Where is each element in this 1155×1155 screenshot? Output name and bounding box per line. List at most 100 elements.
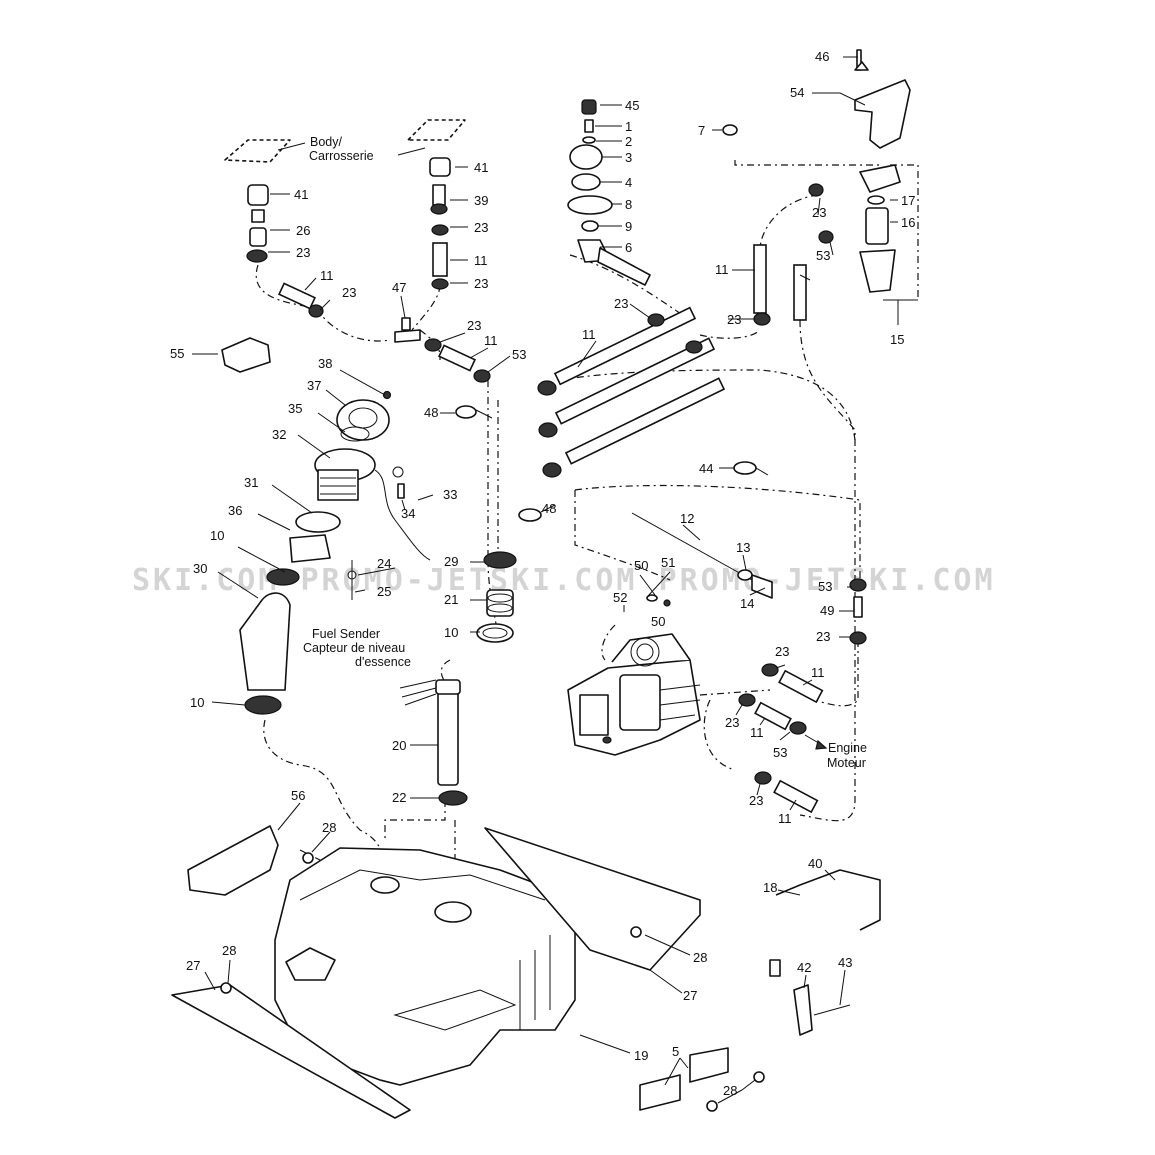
callout-37: 37 [307, 378, 321, 393]
fuel-sender-note-en: Fuel Sender [312, 627, 380, 641]
tank-screws [220, 852, 765, 1112]
callout-10-b: 10 [444, 625, 458, 640]
callout-25: 25 [377, 584, 391, 599]
callout-50-b: 50 [651, 614, 665, 629]
callout-50-a: 50 [634, 558, 648, 573]
callout-10-c: 10 [190, 695, 204, 710]
callout-21: 21 [444, 592, 458, 607]
callout-27-a: 27 [186, 958, 200, 973]
callout-11-e: 11 [715, 262, 729, 277]
callout-53-c: 53 [818, 579, 832, 594]
primer-pump-stack [567, 99, 651, 286]
long-fuel-hoses [537, 306, 726, 478]
body-mount-pad-right [407, 119, 466, 141]
callout-51: 51 [661, 555, 675, 570]
callout-29: 29 [444, 554, 458, 569]
callout-26: 26 [296, 223, 310, 238]
callout-31: 31 [244, 475, 258, 490]
callout-32: 32 [272, 427, 286, 442]
callout-23-f: 23 [614, 296, 628, 311]
callout-36: 36 [228, 503, 242, 518]
fuel-filter-assembly [722, 49, 911, 326]
callout-23-i: 23 [816, 629, 830, 644]
callout-41-right: 41 [474, 160, 488, 175]
callout-8: 8 [625, 197, 632, 212]
fuel-sender-note-fr2: d'essence [355, 655, 411, 669]
callout-54: 54 [790, 85, 804, 100]
callout-23-k: 23 [725, 715, 739, 730]
fuel-tank [274, 847, 576, 1086]
callout-14: 14 [740, 596, 754, 611]
tank-support-rails [171, 825, 881, 1119]
primer-rod-assembly [631, 512, 773, 607]
callout-49: 49 [820, 603, 834, 618]
callout-13: 13 [736, 540, 750, 555]
callout-11-a: 11 [320, 268, 334, 283]
callout-27-b: 27 [683, 988, 697, 1003]
vent-stack-right [429, 157, 451, 290]
callout-18: 18 [763, 880, 777, 895]
callout-45: 45 [625, 98, 639, 113]
callout-23-a: 23 [296, 245, 310, 260]
callout-48-b: 48 [542, 501, 556, 516]
callout-5: 5 [672, 1044, 679, 1059]
callout-39: 39 [474, 193, 488, 208]
callout-41-left: 41 [294, 187, 308, 202]
callout-34: 34 [401, 506, 415, 521]
callout-35: 35 [288, 401, 302, 416]
callout-48-a: 48 [424, 405, 438, 420]
callout-47: 47 [392, 280, 406, 295]
carburetor-hoses [738, 663, 828, 814]
callout-56: 56 [291, 788, 305, 803]
callout-30: 30 [193, 561, 207, 576]
callout-28-b: 28 [222, 943, 236, 958]
callout-40: 40 [808, 856, 822, 871]
right-fitting-stack [849, 578, 867, 645]
callout-24: 24 [377, 556, 391, 571]
callout-11-b: 11 [474, 253, 488, 268]
callout-11-g: 11 [750, 725, 764, 740]
callout-4: 4 [625, 175, 632, 190]
callout-23-c: 23 [474, 220, 488, 235]
callout-11-h: 11 [778, 811, 792, 826]
callout-11-c: 11 [484, 333, 498, 348]
callout-23-h: 23 [812, 205, 826, 220]
callout-23-l: 23 [749, 793, 763, 808]
watermark-text: SKI.COM PROMO-JETSKI.COM PROMO-JETSKI.CO… [132, 563, 996, 598]
callout-10-a: 10 [210, 528, 224, 543]
callout-42: 42 [797, 960, 811, 975]
vent-hoses [277, 282, 491, 383]
callout-28-c: 28 [693, 950, 707, 965]
callout-7: 7 [698, 123, 705, 138]
callout-23-g: 23 [727, 312, 741, 327]
callout-16: 16 [901, 215, 915, 230]
fuel-line-routing [255, 160, 919, 875]
vent-stack-left [246, 184, 269, 263]
callout-3: 3 [625, 150, 632, 165]
callout-52: 52 [613, 590, 627, 605]
carburetor-body [567, 633, 701, 756]
fuel-cap-assembly [221, 337, 431, 715]
callout-22: 22 [392, 790, 406, 805]
callout-6: 6 [625, 240, 632, 255]
fuel-pickup-fittings [476, 551, 517, 643]
fuel-sender-unit [399, 679, 468, 806]
callout-labels: 46 54 45 1 2 3 4 8 9 6 7 41 26 23 11 23 … [170, 49, 915, 1098]
callout-53-a: 53 [512, 347, 526, 362]
callout-11-d: 11 [582, 327, 596, 342]
body-note-en: Body/ [310, 135, 342, 149]
callout-17: 17 [901, 193, 915, 208]
fuel-sender-note-fr1: Capteur de niveau [303, 641, 405, 655]
callout-55: 55 [170, 346, 184, 361]
callout-23-j: 23 [775, 644, 789, 659]
callout-15: 15 [890, 332, 904, 347]
callout-33: 33 [443, 487, 457, 502]
body-mount-pad-left [224, 139, 291, 163]
callout-53-d: 53 [773, 745, 787, 760]
engine-note-en: Engine [828, 741, 867, 755]
callout-23-b: 23 [342, 285, 356, 300]
callout-9: 9 [625, 219, 632, 234]
callout-leaders [192, 56, 918, 1104]
callout-23-e: 23 [467, 318, 481, 333]
